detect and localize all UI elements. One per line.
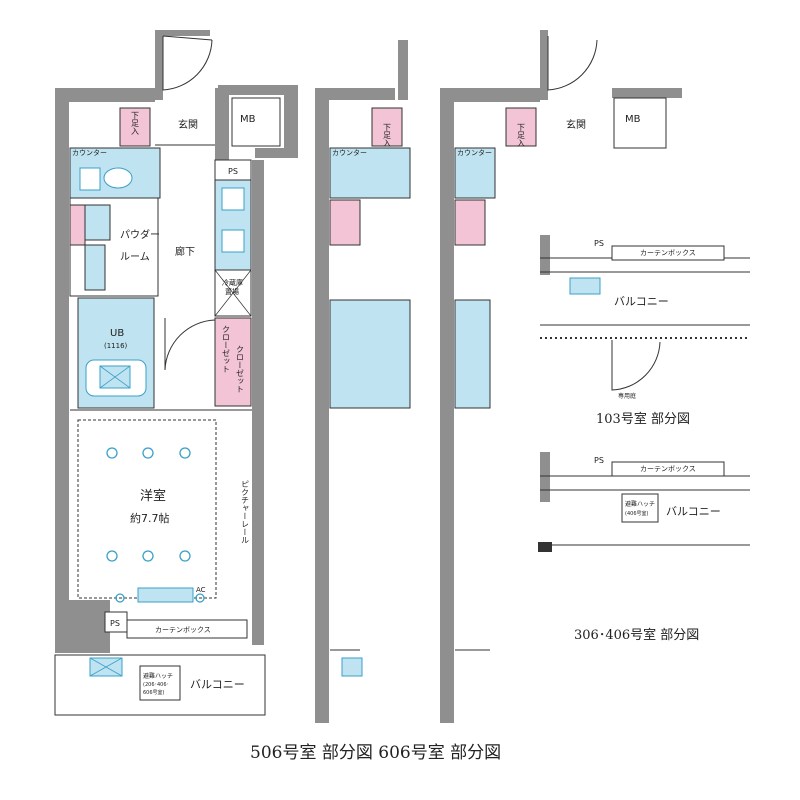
hallway-label: 廊下 (175, 245, 195, 258)
p103-balcony: バルコニー (614, 295, 669, 308)
p103-exclusive: 専用庭 (618, 392, 636, 400)
p606-entrance: 玄関 (566, 118, 586, 131)
powder-room-label-1: パウダー (120, 228, 160, 241)
partial-506-plan: 下足入 カウンター (315, 40, 411, 723)
hatch-label-3: 606号室) (143, 689, 165, 696)
p606-shoe-box: 下足入 (517, 123, 526, 147)
curtain-box-label: カーテンボックス (155, 626, 211, 634)
closet2-label: クローゼット (236, 345, 245, 393)
caption-103: 103号室 部分図 (596, 412, 690, 427)
partial-606-plan: MB 下足入 玄関 カウンター (440, 30, 682, 723)
room-name: 洋室 (140, 488, 166, 504)
caption-306: 306･406号室 部分図 (574, 628, 700, 643)
p606-counter: カウンター (457, 148, 492, 157)
ps-label: PS (228, 167, 238, 176)
balcony-label: バルコニー (190, 678, 245, 691)
main-floor-plan: MB 下足入 玄関 カウンター パウダー ルーム PS 廊下 冷蔵庫 置場 (54, 30, 298, 716)
mb-label: MB (240, 114, 256, 125)
ub-size-label: (1116) (104, 342, 128, 350)
p306-ps: PS (594, 456, 604, 465)
p506-shoe-box: 下足入 (383, 123, 392, 147)
hatch-label-2: (206･406･ (143, 682, 169, 688)
ac-label: AC (196, 586, 206, 594)
p103-curtain-box: カーテンボックス (640, 249, 696, 257)
partial-306-plan: PS カーテンボックス 避難ハッチ (406号室) バルコニー (538, 452, 750, 552)
partial-103-plan: PS カーテンボックス バルコニー 専用庭 (540, 235, 750, 400)
fridge-label-2: 置場 (225, 287, 239, 296)
closet1-label: クローゼット (222, 325, 231, 373)
hatch-label-1: 避難ハッチ (143, 672, 173, 680)
entrance-label: 玄関 (178, 118, 198, 131)
ceiling-lights (106, 447, 205, 603)
caption-506-606: 506号室 部分図 606号室 部分図 (250, 743, 502, 763)
p606-mb: MB (625, 114, 641, 125)
ps-bottom-label: PS (110, 619, 120, 628)
p306-balcony: バルコニー (666, 505, 721, 518)
ub-label: UB (110, 328, 124, 339)
powder-room-label-2: ルーム (120, 251, 150, 263)
counter-label: カウンター (72, 148, 107, 157)
p306-curtain-box: カーテンボックス (640, 465, 696, 473)
shoe-box-label: 下足入 (131, 111, 140, 135)
picture-rail-label: ピクチャーレール (241, 480, 250, 544)
room-size: 約7.7帖 (130, 511, 170, 525)
p306-hatch-2: (406号室) (625, 510, 648, 517)
p506-counter: カウンター (332, 148, 367, 157)
fridge-label-1: 冷蔵庫 (222, 278, 243, 287)
p103-ps: PS (594, 239, 604, 248)
p306-hatch-1: 避難ハッチ (625, 500, 655, 508)
